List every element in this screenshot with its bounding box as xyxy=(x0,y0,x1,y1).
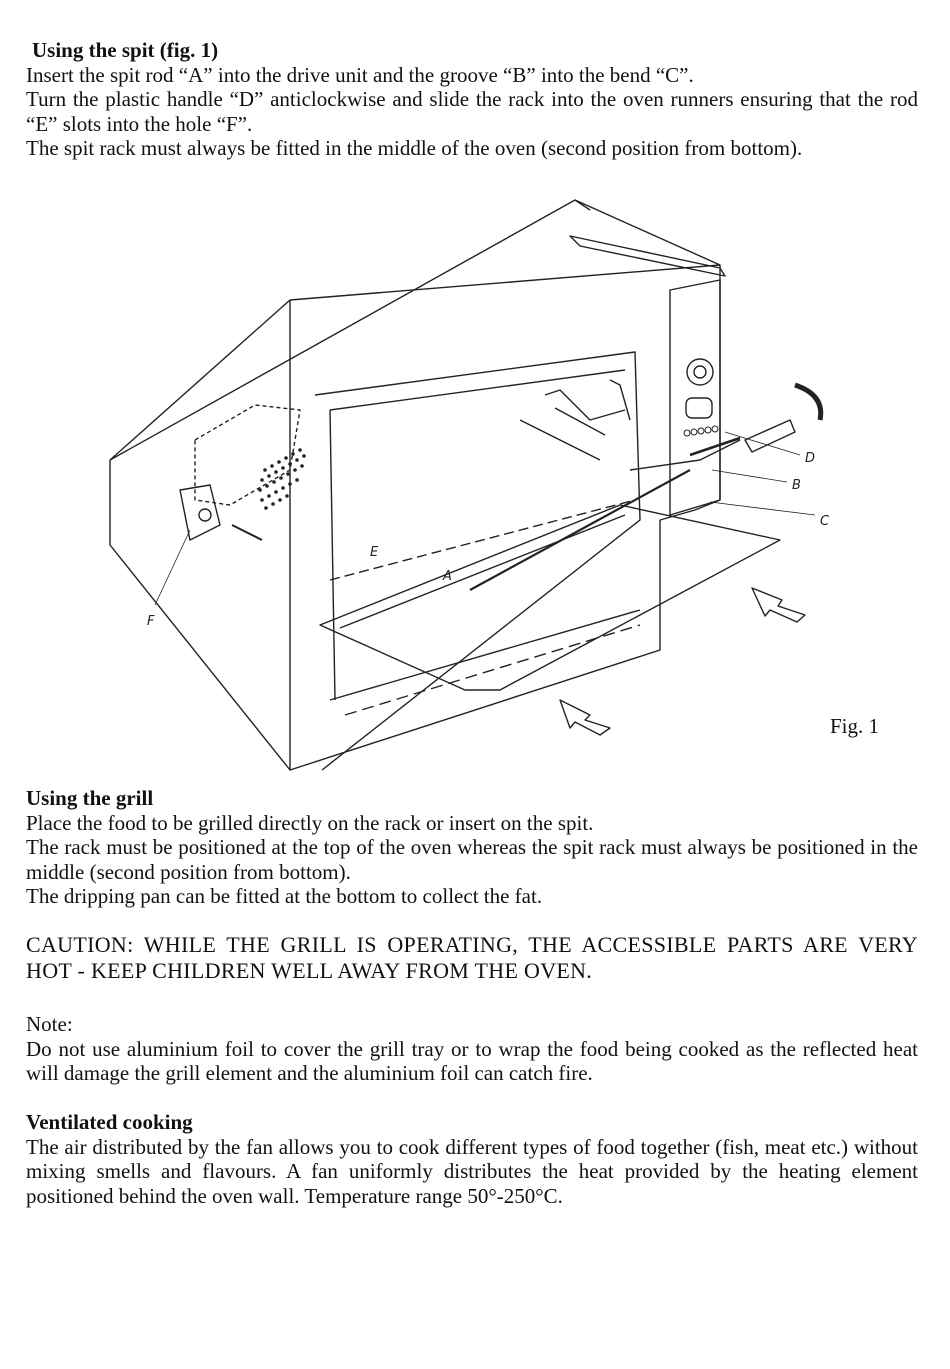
section-heading: Using the grill xyxy=(26,786,154,810)
section-heading: Using the spit (fig. 1) xyxy=(32,38,219,62)
section-using-the-grill: Using the grill Place the food to be gri… xyxy=(26,786,918,909)
caution-text: CAUTION: WHILE THE GRILL IS OPERATING, T… xyxy=(26,932,918,983)
section-using-the-spit: Using the spit (fig. 1) Insert the spit … xyxy=(26,38,918,161)
caution-notice: CAUTION: WHILE THE GRILL IS OPERATING, T… xyxy=(26,932,918,984)
label-d: D xyxy=(805,451,815,466)
paragraph: Do not use aluminium foil to cover the g… xyxy=(26,1036,918,1086)
label-e: E xyxy=(370,545,379,560)
label-a: A xyxy=(442,569,452,584)
note-heading: Note: xyxy=(26,1012,73,1036)
paragraph: Insert the spit rod “A” into the drive u… xyxy=(26,62,694,87)
paragraph: The spit rack must always be fitted in t… xyxy=(26,136,803,160)
label-f: F xyxy=(147,614,155,629)
section-ventilated-cooking: Ventilated cooking The air distributed b… xyxy=(26,1110,918,1208)
paragraph: Place the food to be grilled directly on… xyxy=(26,810,594,835)
oven-spit-illustration: D B C E A F xyxy=(109,199,830,771)
paragraph: The air distributed by the fan allows yo… xyxy=(26,1134,918,1208)
paragraph: The dripping pan can be fitted at the bo… xyxy=(26,884,543,908)
label-c: C xyxy=(820,514,830,529)
paragraph: The rack must be positioned at the top o… xyxy=(26,835,918,884)
label-b: B xyxy=(792,478,801,493)
figure-caption: Fig. 1 xyxy=(830,714,880,738)
note-section: Note: Do not use aluminium foil to cover… xyxy=(26,1012,918,1086)
section-heading: Ventilated cooking xyxy=(26,1110,193,1134)
paragraph: Turn the plastic handle “D” anticlockwis… xyxy=(26,87,918,136)
